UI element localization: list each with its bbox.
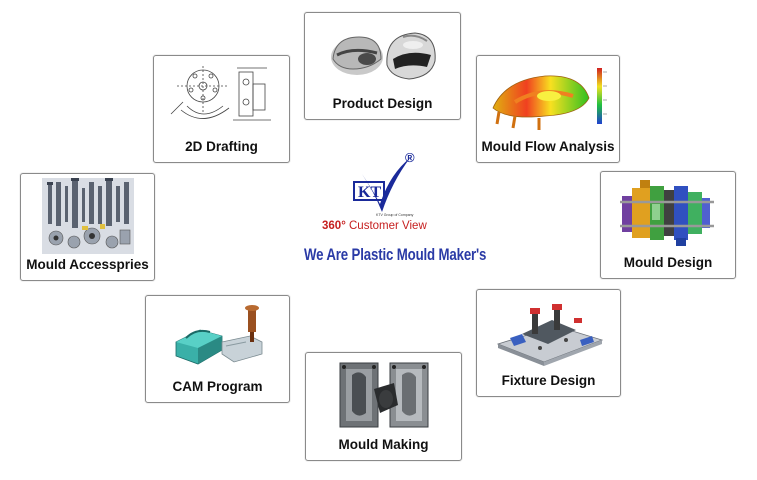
customer-view-text: 360° Customer View [322,220,427,232]
card-label: Mould Making [338,437,429,452]
card-label: CAM Program [172,379,263,394]
card-2d-drafting[interactable]: 2D Drafting [153,55,290,163]
card-cam-program[interactable]: CAM Program [145,295,290,403]
accessories-icon [41,178,134,254]
card-mould-making[interactable]: Mould Making [305,352,462,461]
card-label: Fixture Design [501,373,596,388]
helmet-icon [330,32,436,80]
card-mould-accessories[interactable]: Mould Accesspries [20,173,155,281]
card-label: 2D Drafting [185,139,258,154]
cam-tool-icon [175,305,262,365]
card-mould-flow-analysis[interactable]: Mould Flow Analysis [476,55,620,163]
card-label: Mould Accesspries [26,257,149,272]
kt-checkmark-logo: KT [353,158,410,212]
logo-letters: KT [358,184,381,201]
card-label: Mould Design [623,255,713,270]
mould-icon [339,362,428,428]
card-mould-design[interactable]: Mould Design [600,171,736,279]
card-label: Mould Flow Analysis [481,139,615,154]
view-text: Customer View [345,220,427,232]
view-degree: ° [341,220,346,232]
center-logo: KT ® KTV Group of Company 360° Customer … [300,150,486,275]
registered-mark: ® [405,150,415,165]
fixture-icon [496,304,603,366]
card-fixture-design[interactable]: Fixture Design [476,289,621,397]
flow-analysis-icon [492,68,607,130]
view-number: 360 [322,220,342,232]
small-print: KTV Group of Company [376,213,414,217]
drawing-icon [170,66,271,121]
card-label: Product Design [332,96,433,111]
mould-assembly-icon [620,180,714,246]
tagline: We Are Plastic Mould Maker's [304,245,487,264]
card-product-design[interactable]: Product Design [304,12,461,120]
